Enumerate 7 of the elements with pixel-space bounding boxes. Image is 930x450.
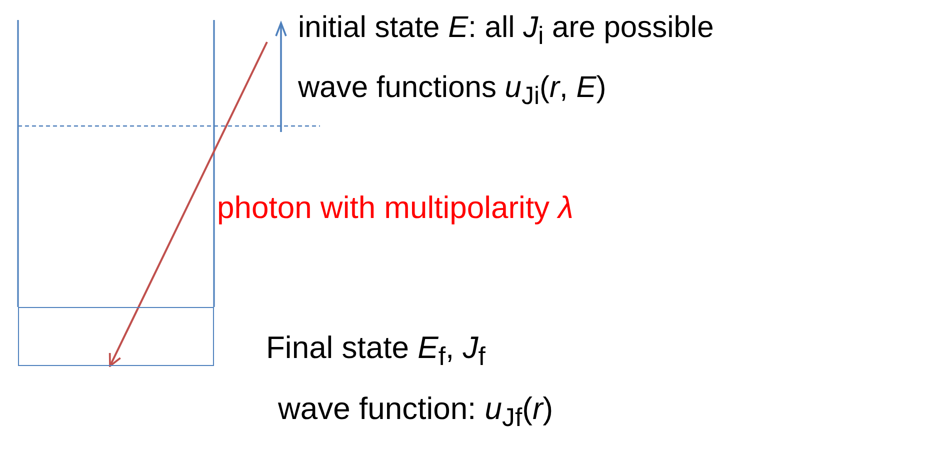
edge-label: photon with multipolarity λ (217, 190, 574, 226)
photon-arrow (108, 42, 268, 367)
state-description: initial state E: all J$_{i}$ are possible (298, 10, 714, 52)
state-description: wave functions u$_{Ji}$(r, E) (298, 70, 606, 112)
energy-level-band (18, 307, 214, 366)
state-description: Final state E$_{f}$, J$_{f}$ (266, 329, 486, 374)
state-description: wave function: u$_{Jf}$(r) (278, 390, 554, 434)
